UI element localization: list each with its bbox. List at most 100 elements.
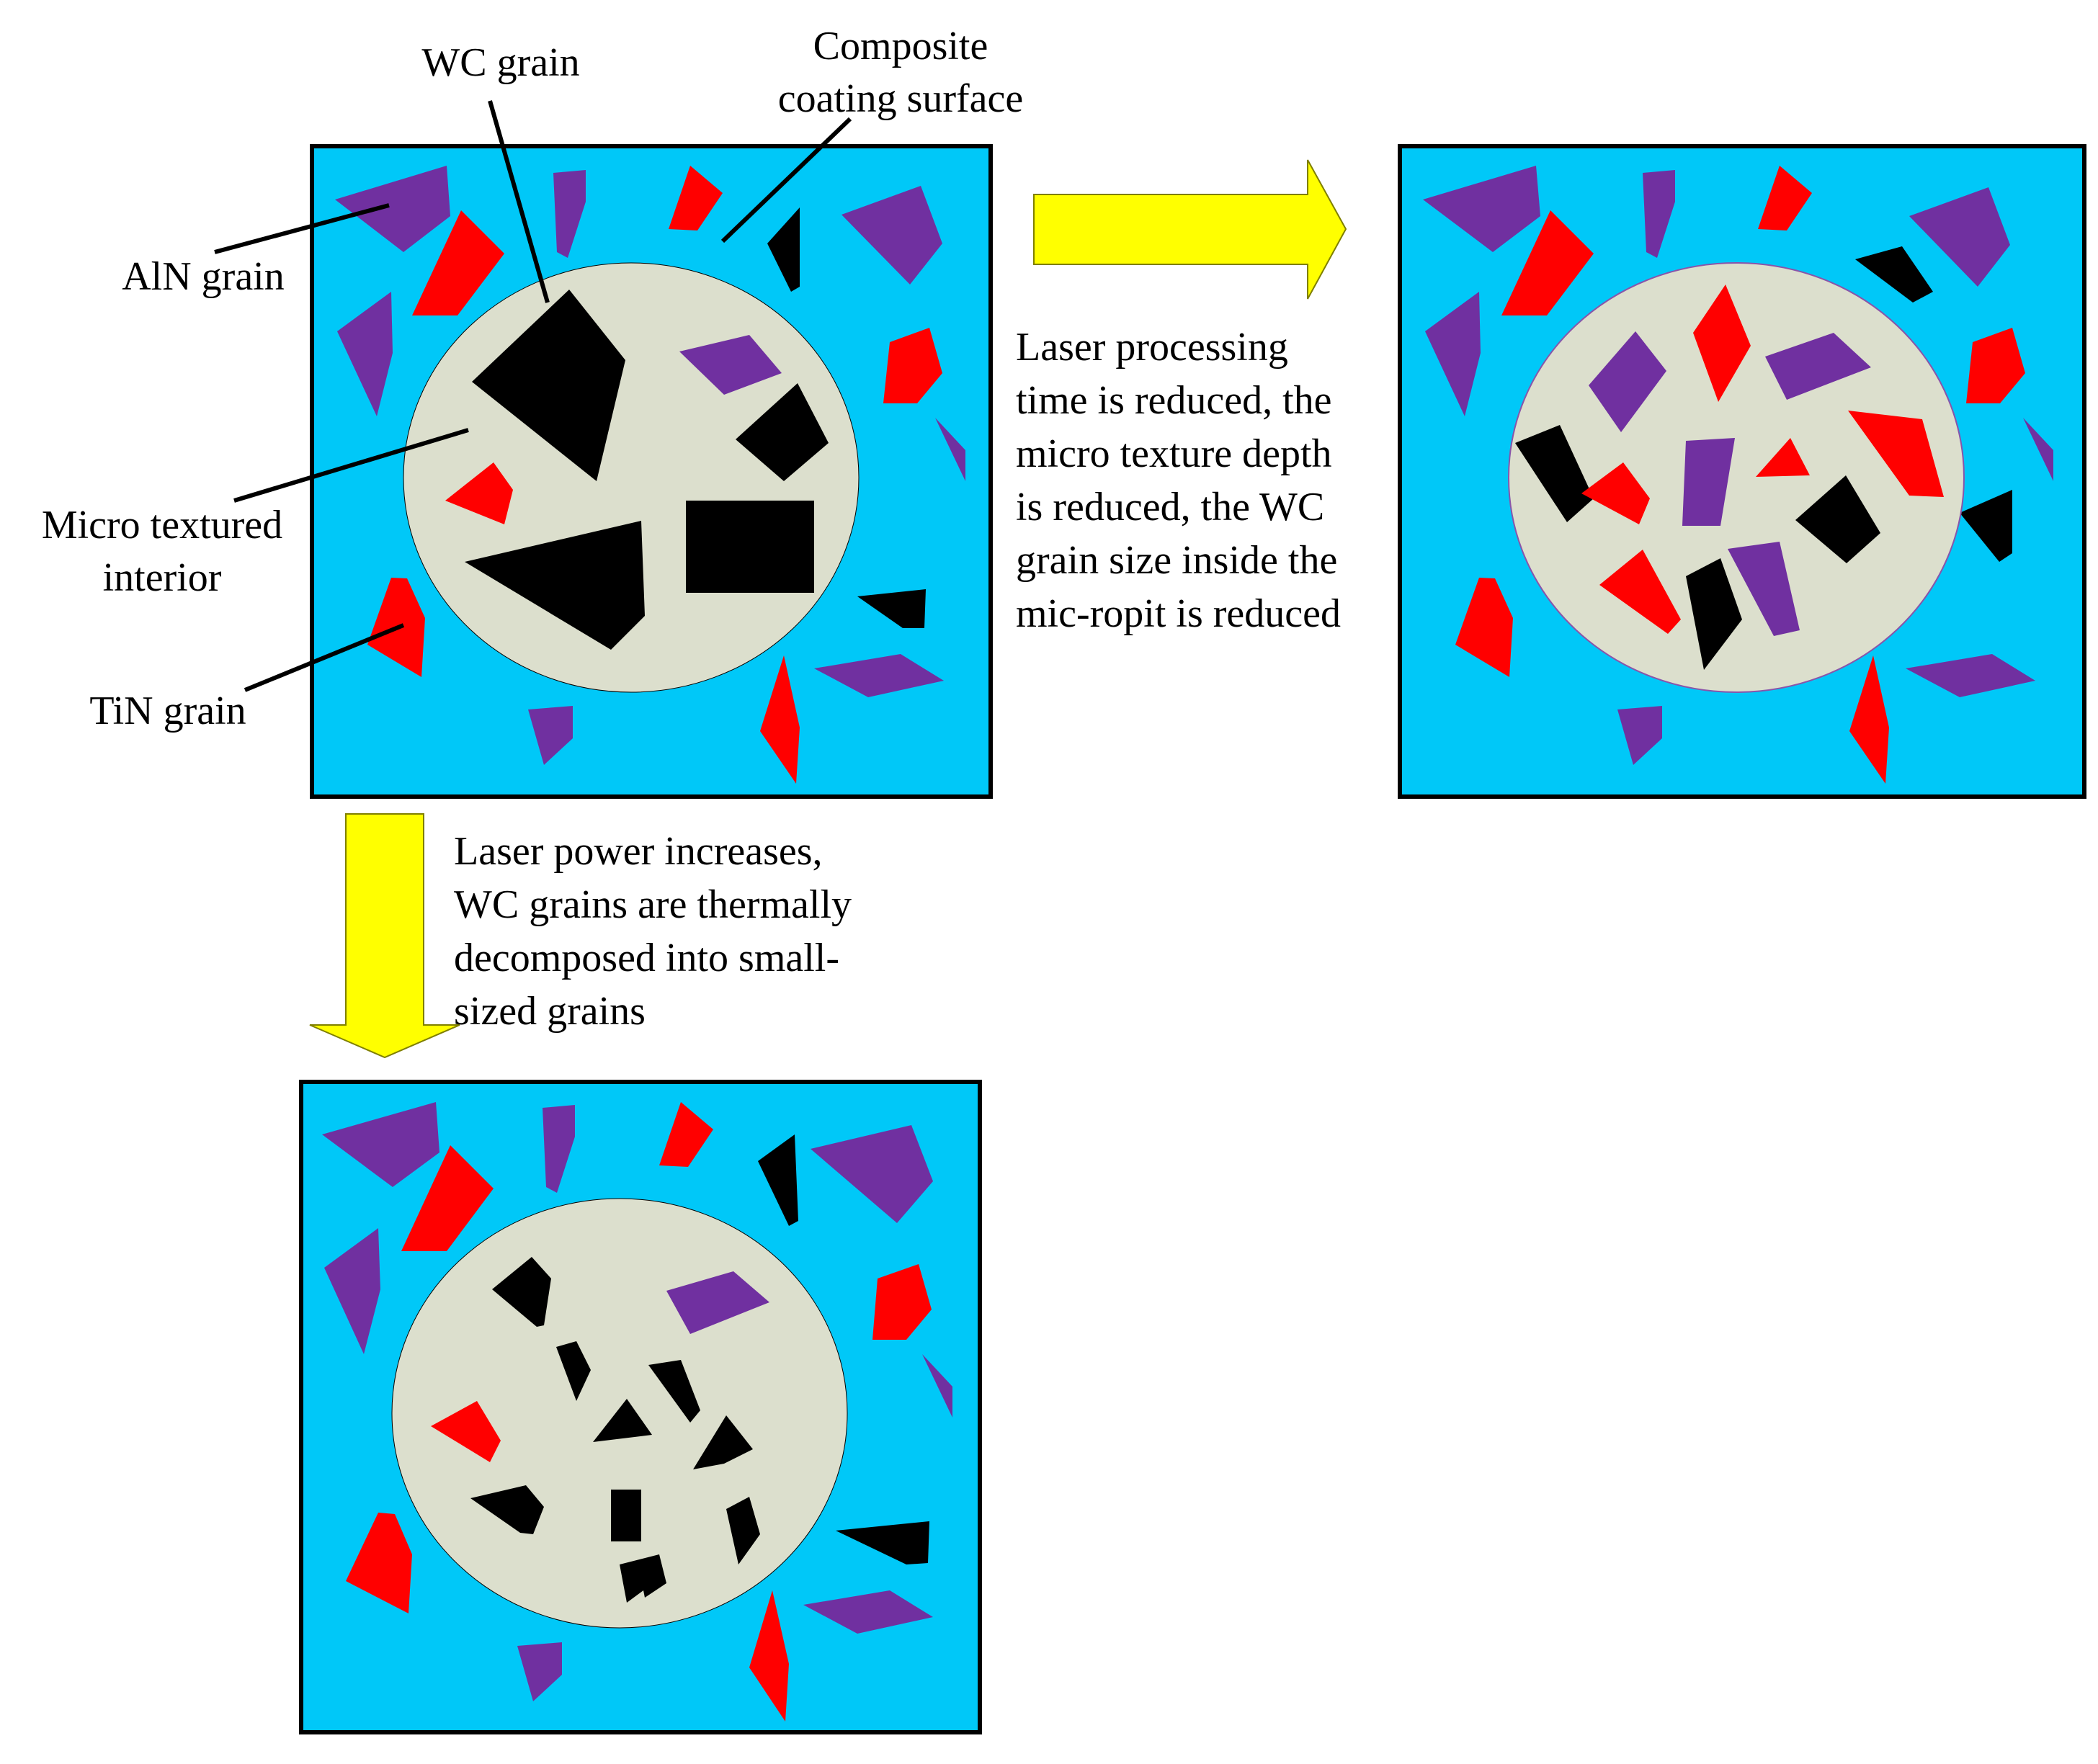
leader-composite [720,117,852,243]
panel-time-reduced [1398,144,2086,799]
tin-grain [760,655,800,784]
aln-grain [322,1102,439,1187]
wc-grain [1515,425,1594,522]
aln-grain [1617,706,1662,765]
aln-grain [1728,542,1800,636]
tin-grain [872,1264,932,1340]
caption-line: is reduced, the WC [1016,485,1324,529]
aln-grain [528,706,573,765]
aln-grain [679,335,782,395]
caption-line: grain size inside the [1016,538,1337,583]
tin-grain [401,1145,494,1251]
caption-line: decomposed into small- [454,936,839,980]
tin-grain [1966,328,2025,403]
caption-line: Laser processing [1016,325,1288,370]
label-composite-line1: Composite [813,24,988,68]
aln-grain [517,1642,562,1701]
panel-power-increased [299,1080,982,1734]
wc-grain [767,207,800,292]
aln-grain [543,1105,575,1193]
wc-grain [492,1257,551,1327]
leader-micro [233,428,469,503]
aln-grain [935,418,965,481]
aln-grain [1909,187,2010,287]
wc-grain [836,1521,929,1564]
tin-grain [749,1590,789,1722]
leader-wc [488,100,550,303]
label-aln-grain: AlN grain [122,254,285,299]
aln-grain [1425,292,1481,416]
aln-grain [811,1125,933,1223]
wc-grain [611,1490,641,1541]
wc-grain [620,1554,666,1603]
label-micro-line2: interior [103,555,222,600]
tin-grain [346,1513,412,1613]
caption-line: sized grains [454,989,646,1034]
aln-grain [337,292,393,416]
tin-grain [659,1102,713,1167]
tin-grain [1599,550,1681,634]
label-micro-line1: Micro textured [42,503,282,547]
aln-grain [1906,654,2035,697]
wc-grain [1855,246,1933,303]
caption-line: time is reduced, the [1016,378,1332,423]
label-wc-grain: WC grain [421,40,579,85]
tin-grain [669,166,723,230]
aln-grain [2023,418,2053,481]
panel-original [310,144,993,799]
wc-grain [556,1341,591,1401]
right-arrow-icon [1033,159,1347,300]
aln-grain [803,1590,933,1634]
caption-line: Laser power increases, [454,829,823,874]
tin-grain [1581,462,1650,524]
tin-grain [1758,166,1812,230]
aln-grain [1682,438,1735,526]
tin-grain [445,462,513,524]
labels: WC grain Composite coating surface AlN g… [42,24,1023,733]
aln-grain [553,170,586,258]
wc-grain [726,1497,760,1564]
wc-grain [736,383,829,481]
wc-grain [470,1485,544,1534]
wc-grain [465,521,645,650]
wc-grain [472,290,625,481]
caption-time-reduced: Laser processing time is reduced, the mi… [1016,325,1341,636]
aln-grain [814,654,944,697]
tin-grain [412,210,504,315]
tin-grain [1455,578,1513,677]
wc-grain [648,1360,700,1423]
wc-grain [1795,475,1880,563]
tin-grain [1849,655,1889,784]
tin-grain [1756,438,1810,477]
aln-grain [324,1228,380,1354]
aln-grain [842,186,942,285]
leader-lines [214,100,852,692]
leader-tin [244,623,405,692]
down-arrow-icon [309,813,460,1059]
wc-grain [1686,558,1742,670]
aln-grain [666,1271,769,1334]
caption-power-increase: Laser power increases, WC grains are the… [454,829,852,1034]
aln-grain [335,166,450,252]
wc-grain [1960,490,2012,562]
label-composite-line2: coating surface [778,76,1023,121]
leader-aln [214,203,390,254]
caption-line: WC grains are thermally [454,882,852,927]
wc-grain [758,1134,798,1226]
wc-grain [693,1415,753,1469]
tin-grain [883,328,942,403]
tin-grain [1848,411,1944,497]
caption-line: mic-ropit is reduced [1016,591,1341,636]
aln-grain [1643,170,1675,258]
aln-grain [922,1354,952,1418]
wc-grain [857,589,926,628]
caption-line: micro texture depth [1016,431,1332,476]
aln-grain [1589,331,1666,432]
tin-grain [1501,210,1594,315]
aln-grain [1423,166,1540,252]
wc-grain [593,1399,652,1442]
label-tin-grain: TiN grain [89,689,246,733]
aln-grain [1765,333,1871,400]
